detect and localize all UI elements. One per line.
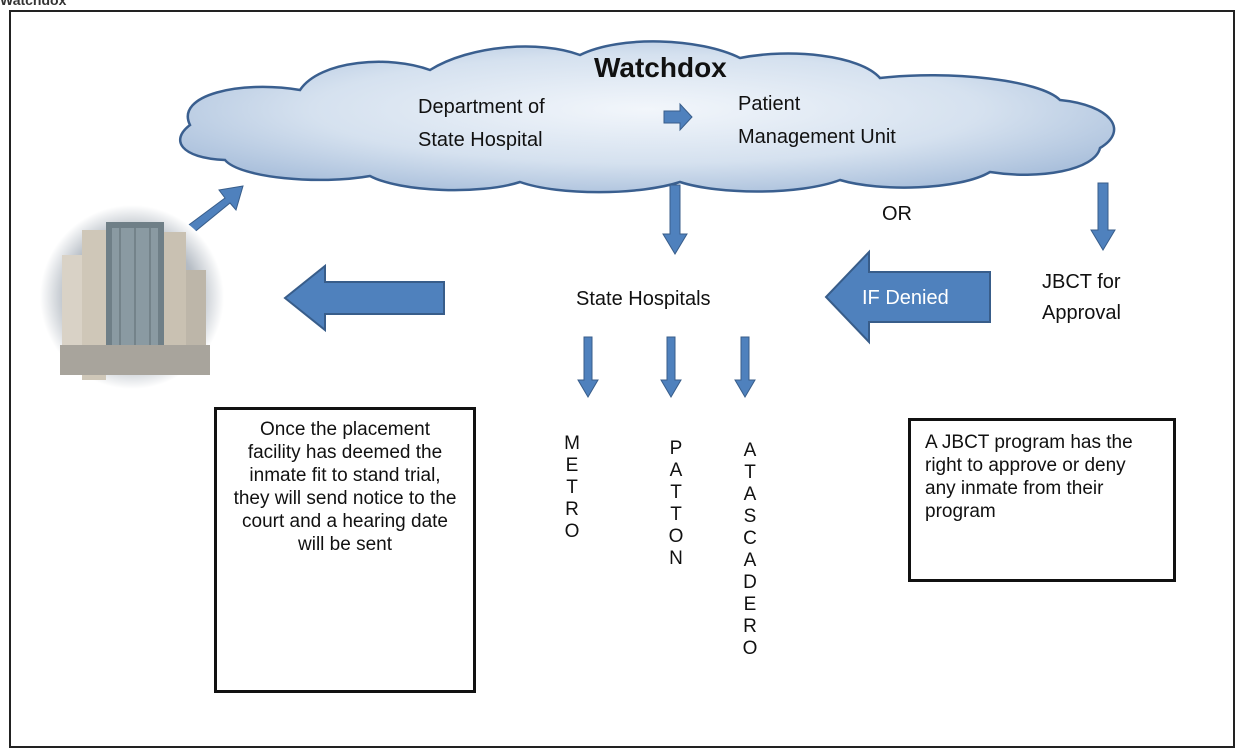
hospital-letter: N — [669, 548, 683, 569]
hospital-letter: A — [743, 550, 757, 571]
jbct-line2: Approval — [1042, 302, 1121, 324]
hospital-letter: T — [670, 504, 682, 525]
hospital-letter: T — [566, 477, 578, 498]
arrow-down-metro — [577, 336, 599, 398]
hospital-letter: C — [743, 528, 757, 549]
figure-caption-partial: Watchdox — [0, 0, 67, 8]
hospital-letter: M — [564, 433, 580, 454]
arrow-down-patton — [660, 336, 682, 398]
hospital-letter: E — [743, 594, 757, 615]
cloud-title: Watchdox — [594, 52, 727, 83]
arrow-building-to-cloud — [185, 185, 244, 235]
building-photo — [40, 205, 224, 389]
hospital-letter: A — [743, 440, 757, 461]
hospital-letter: A — [669, 460, 683, 481]
cloud-left-line2: State Hospital — [418, 129, 543, 151]
hospital-letter: E — [565, 455, 579, 476]
left-note-text: Once the placement facility has deemed t… — [233, 419, 457, 555]
hospital-letter: R — [565, 499, 579, 520]
hospital-letter: T — [744, 462, 756, 483]
hospital-letter: O — [742, 638, 758, 659]
or-label: OR — [882, 203, 912, 225]
hospital-letter: S — [743, 506, 757, 527]
hospital-letter: O — [668, 526, 684, 547]
if-denied-label: IF Denied — [862, 287, 949, 309]
right-note-box: A JBCT program has the right to approve … — [908, 418, 1176, 582]
hospital-letter: R — [743, 616, 757, 637]
right-note-text: A JBCT program has the right to approve … — [925, 432, 1133, 522]
hospital-letter: T — [670, 482, 682, 503]
arrow-down-atascadero — [734, 336, 756, 398]
watchdox-cloud — [178, 40, 1116, 194]
jbct-line1: JBCT for — [1042, 271, 1121, 293]
hospital-letter: P — [669, 438, 683, 459]
hospital-letter: D — [743, 572, 757, 593]
arrow-to-building — [283, 263, 445, 333]
hospital-letter: A — [743, 484, 757, 505]
left-note-box: Once the placement facility has deemed t… — [214, 407, 476, 693]
state-hospitals-label: State Hospitals — [576, 288, 711, 310]
cloud-right-line2: Management Unit — [738, 126, 896, 148]
cloud-right-line1: Patient — [738, 93, 801, 115]
diagram-frame — [9, 10, 1235, 748]
arrow-down-jbct — [1090, 182, 1116, 251]
if-denied-arrow — [824, 249, 991, 345]
arrow-to-patient-management — [663, 102, 693, 132]
arrow-down-state-hospitals — [662, 184, 688, 255]
hospital-letter: O — [564, 521, 580, 542]
cloud-left-line1: Department of — [418, 96, 545, 118]
